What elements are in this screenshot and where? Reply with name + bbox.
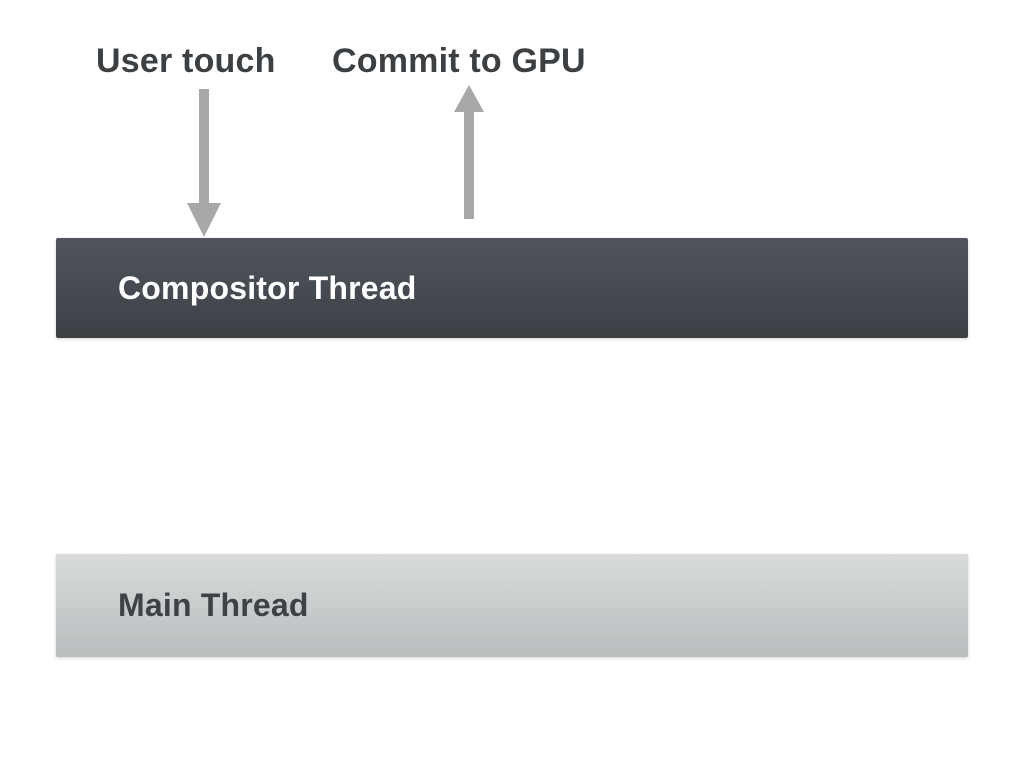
commit-to-gpu-label: Commit to GPU <box>332 42 586 80</box>
compositor-thread-bar: Compositor Thread <box>56 238 968 338</box>
user-touch-label: User touch <box>96 42 276 80</box>
up-arrow-shaft <box>464 111 474 219</box>
up-arrow-icon <box>454 85 484 219</box>
down-arrow-icon <box>187 89 221 237</box>
up-arrow-head <box>454 85 484 112</box>
down-arrow-shaft <box>199 89 209 205</box>
main-thread-label: Main Thread <box>118 587 309 623</box>
compositor-thread-label: Compositor Thread <box>118 269 417 306</box>
main-thread-bar: Main Thread <box>56 554 968 657</box>
down-arrow-head <box>187 203 221 237</box>
